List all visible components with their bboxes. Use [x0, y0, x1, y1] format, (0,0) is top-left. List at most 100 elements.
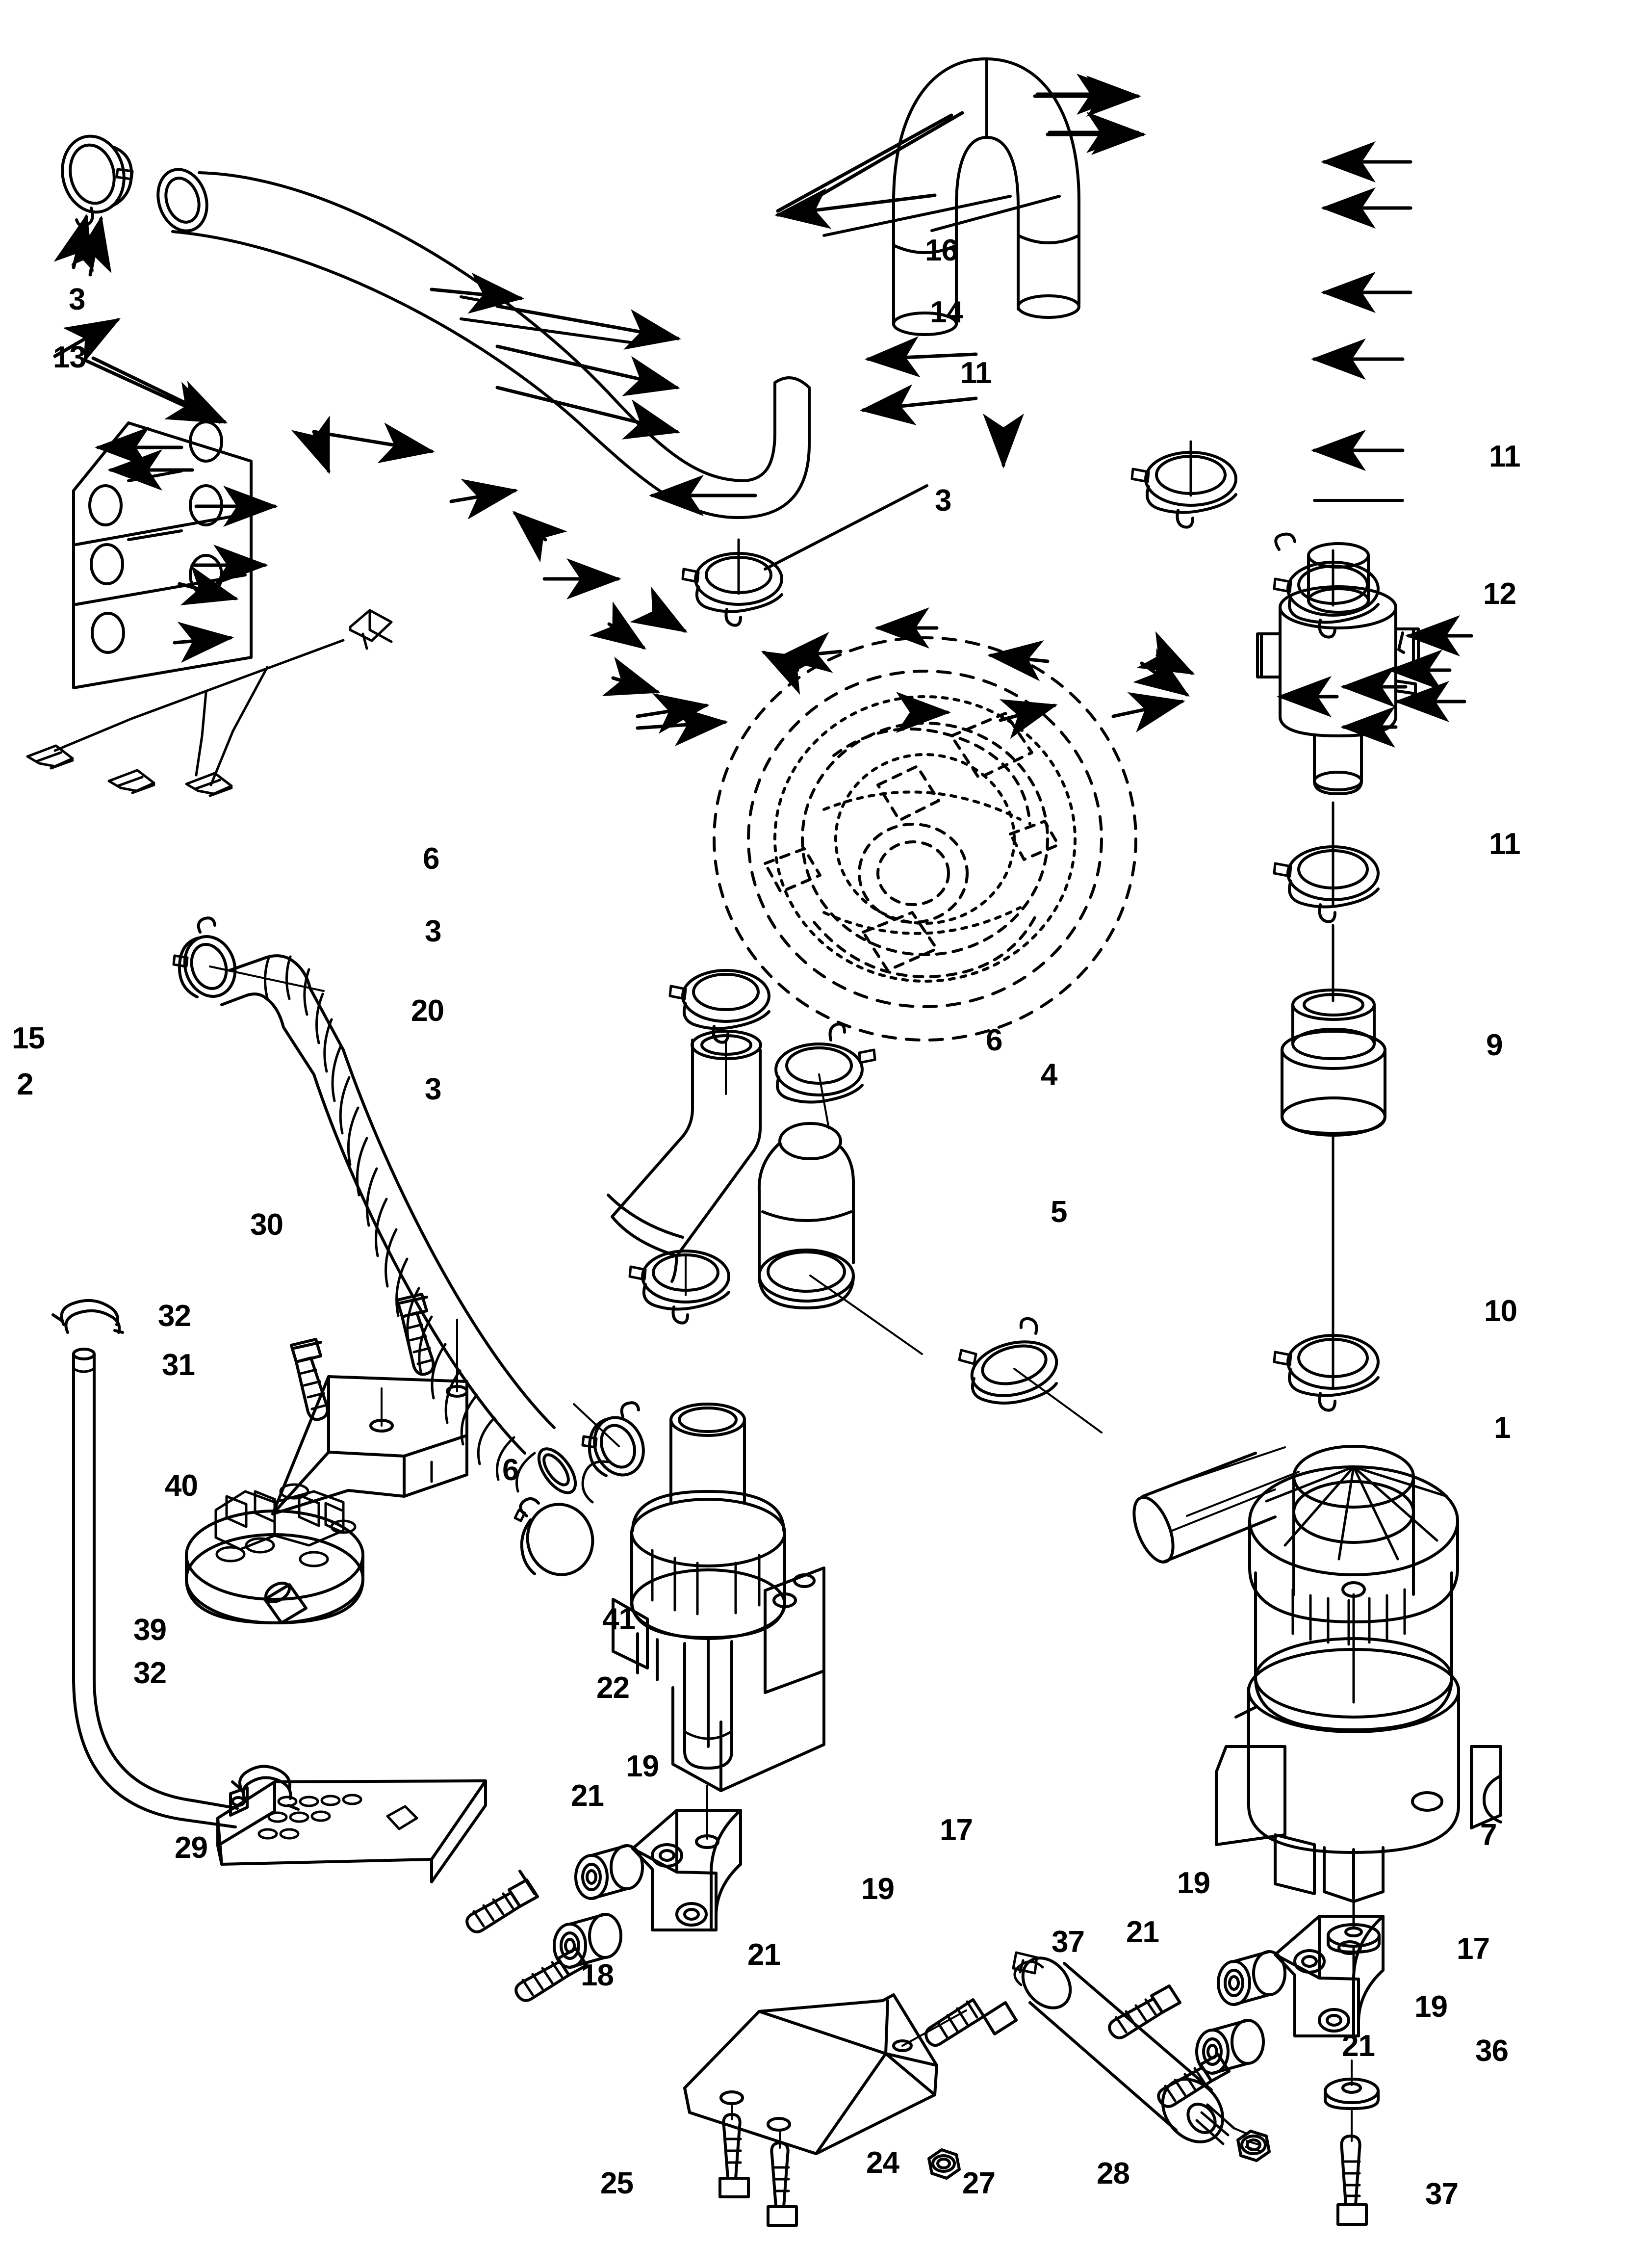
screw-21-right-upper: [1108, 1984, 1181, 2039]
callout-14: 14: [930, 295, 963, 329]
heat-shield-29: [216, 1779, 487, 1883]
callout-10: 10: [1484, 1294, 1517, 1328]
callout-9: 9: [1486, 1028, 1503, 1062]
motor-bracket-18: [683, 1993, 967, 2155]
callout-30: 30: [250, 1208, 283, 1242]
callout-21-b: 21: [747, 1938, 781, 1972]
callout-leaders: [53, 76, 1412, 502]
hose-clamp-3-lower: [628, 1250, 730, 1325]
screw-21-right-lower: [1157, 2053, 1231, 2108]
hose-clamp-5: [958, 1317, 1103, 1434]
callout-36: 36: [1475, 2034, 1509, 2068]
callout-3-lower: 3: [425, 1072, 441, 1106]
callout-21-c: 21: [1126, 1915, 1159, 1949]
hose-clamp-top-left: [61, 134, 134, 228]
callout-2: 2: [17, 1068, 33, 1101]
check-valve-12: [1256, 532, 1420, 795]
hose-clamp-11-lower: [1273, 801, 1380, 923]
screw-25b: [767, 2129, 798, 2227]
callout-11-right-upper: 11: [1489, 440, 1521, 473]
spring-clamp-32-top: [51, 1299, 124, 1334]
callout-6-pump: 6: [502, 1453, 519, 1487]
screw-21-left-lower: [514, 1947, 588, 2002]
callout-21-d: 21: [1342, 2029, 1375, 2063]
washer-36: [1324, 2059, 1380, 2110]
nut-24: [927, 2148, 961, 2180]
hose-clamp-3-mid: [668, 969, 770, 1044]
elbow-hose-4: [757, 1122, 923, 1355]
callout-15: 15: [12, 1021, 45, 1055]
phantom-sump-detail: [764, 712, 1060, 978]
cap-41: [513, 1497, 594, 1576]
hose-clamp-11-top: [1130, 440, 1237, 529]
callout-6-upper-left: 6: [423, 842, 439, 876]
screw-25a: [718, 2103, 750, 2198]
callout-3-upper: 3: [935, 484, 951, 518]
callout-32-top: 32: [158, 1299, 191, 1333]
pump-motor-assembly-1: [1132, 1445, 1502, 1903]
callout-11-top: 11: [960, 356, 992, 390]
callout-7: 7: [1480, 1818, 1497, 1852]
callout-3-mid: 3: [425, 914, 441, 948]
screws-30: [290, 1293, 435, 1421]
grommet-19-left-upper: [574, 1844, 644, 1900]
callout-leaders-2: [53, 74, 1473, 748]
hose-clamp-6-center: [774, 1022, 876, 1129]
grommet-19-right-lower: [1195, 2019, 1265, 2075]
screws-25: [718, 2103, 798, 2227]
hose-clamp-3-upper: [681, 538, 783, 627]
callout-19-d: 19: [1414, 1990, 1448, 2024]
callout-24: 24: [866, 2146, 899, 2180]
callout-19-a: 19: [626, 1749, 659, 1783]
drain-hose-loop-16: [892, 57, 1080, 336]
wire-harness-15: [26, 609, 393, 797]
callout-3: 3: [69, 283, 85, 316]
motor-mount-17-left: [631, 1785, 742, 1931]
callout-27: 27: [962, 2166, 996, 2200]
callout-37-b: 37: [1425, 2177, 1459, 2211]
capacitor-28: [1012, 1951, 1249, 2145]
callout-13: 13: [53, 340, 86, 374]
phantom-sump-hatch: [773, 695, 1077, 983]
screw-37-right: [1336, 2109, 1368, 2226]
screw-30a: [290, 1338, 329, 1421]
hose-clamp-10: [1273, 1323, 1380, 1412]
callout-17-right: 17: [1457, 1932, 1490, 1966]
callout-31: 31: [162, 1348, 195, 1382]
hose-clamp-6-pump: [573, 1401, 645, 1477]
callout-20: 20: [411, 994, 444, 1028]
callout-16: 16: [925, 234, 958, 267]
callout-19-c: 19: [1177, 1866, 1210, 1900]
callout-12: 12: [1483, 577, 1516, 611]
callout-32-bottom: 32: [133, 1656, 167, 1690]
drain-hose-14: [156, 168, 811, 519]
callout-19-b: 19: [861, 1872, 895, 1906]
elbow-fitting-20: [607, 1030, 762, 1283]
callout-40: 40: [165, 1469, 198, 1503]
callout-28: 28: [1097, 2157, 1130, 2190]
nut-27: [1236, 2130, 1271, 2162]
callout-25: 25: [600, 2166, 634, 2200]
screw-21-left-upper: [465, 1870, 539, 1933]
callout-6-center: 6: [986, 1023, 1002, 1057]
callout-39: 39: [133, 1613, 167, 1647]
callout-4: 4: [1041, 1058, 1057, 1092]
tube-31: [72, 1348, 239, 1828]
callout-22: 22: [596, 1671, 630, 1705]
screw-30b: [396, 1293, 435, 1376]
drain-pump-22: [581, 1403, 825, 1792]
corrugated-hose-2: [220, 954, 577, 1494]
callout-17-left: 17: [940, 1813, 973, 1847]
hose-clamp-6-upper-left: [172, 916, 325, 998]
callout-11-lower: 11: [1489, 827, 1521, 861]
callout-18: 18: [581, 1958, 614, 1992]
grommet-19-right-upper: [1217, 1950, 1286, 2006]
callout-1: 1: [1494, 1411, 1511, 1445]
callout-41: 41: [602, 1602, 636, 1636]
screw-37-left: [924, 1998, 1018, 2047]
motor-mount-17-right: [1274, 1915, 1385, 2037]
phantom-tub-outline: [713, 636, 1137, 1042]
hose-connector-9: [1281, 924, 1386, 1326]
